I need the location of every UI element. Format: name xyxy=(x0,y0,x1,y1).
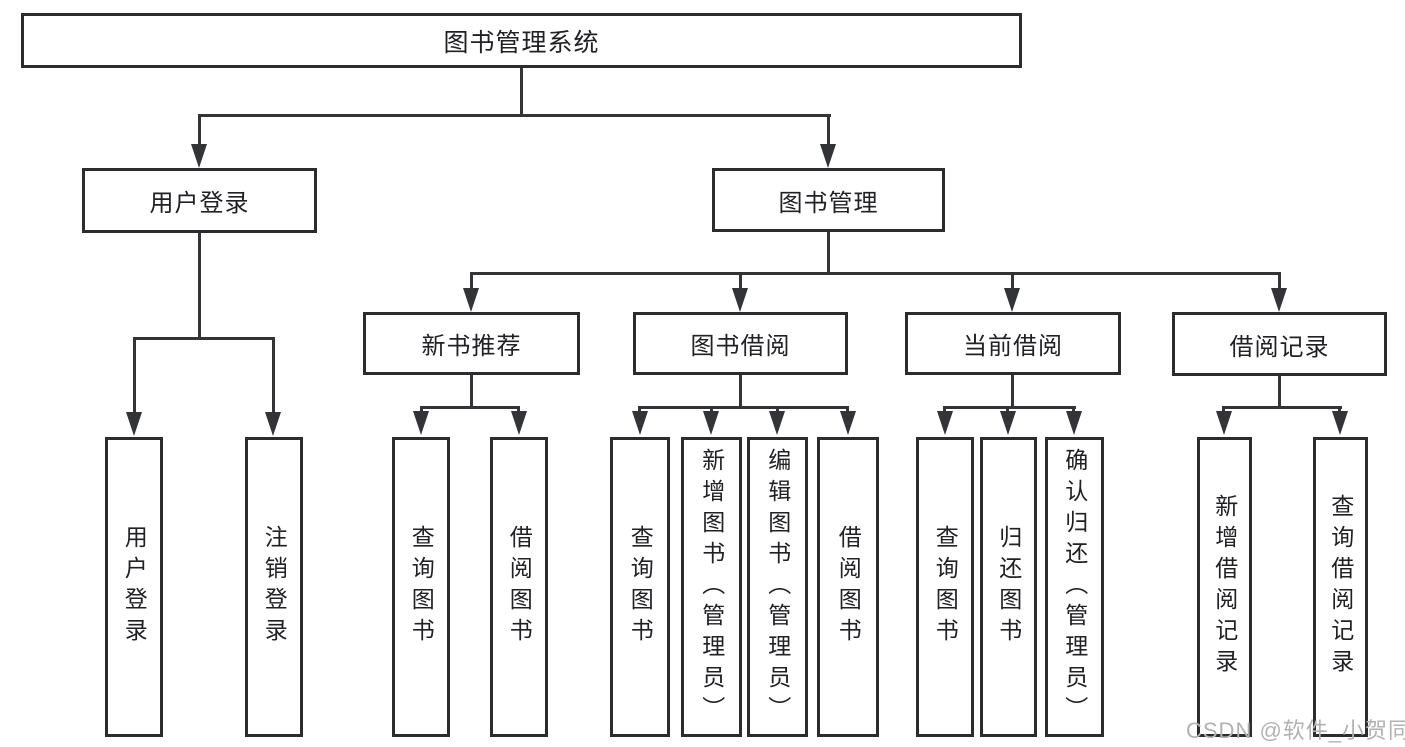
node-label: 注销登录 xyxy=(261,525,288,649)
node-leaf-return-books: 归还图书 xyxy=(980,437,1037,737)
node-label: 借阅图书 xyxy=(506,525,533,649)
connector-line xyxy=(776,406,779,413)
arrow-down-icon xyxy=(1000,411,1016,435)
arrow-down-icon xyxy=(1271,288,1287,312)
arrow-down-icon xyxy=(413,411,429,435)
node-label: 借阅图书 xyxy=(835,525,862,649)
node-leaf-query-books-recommend: 查询图书 xyxy=(392,437,450,737)
arrow-down-icon xyxy=(937,411,953,435)
connector-line xyxy=(1011,272,1014,290)
arrow-down-icon xyxy=(463,288,479,312)
node-user-login: 用户登录 xyxy=(82,168,317,233)
arrow-down-icon xyxy=(126,412,142,436)
arrow-down-icon xyxy=(1066,411,1082,435)
node-leaf-query-books-borrowing: 查询图书 xyxy=(610,437,670,737)
connector-line xyxy=(517,406,520,413)
arrow-down-icon xyxy=(769,411,785,435)
node-book-management: 图书管理 xyxy=(712,168,945,232)
watermark-text: CSDN @软件_小贺同学 xyxy=(1186,718,1405,743)
connector-line xyxy=(198,233,201,337)
connector-line xyxy=(943,406,946,413)
node-label: 用户登录 xyxy=(121,525,148,649)
arrow-down-icon xyxy=(511,411,527,435)
arrow-down-icon xyxy=(191,144,207,168)
connector-line xyxy=(846,406,849,413)
node-leaf-add-borrow-record: 新增借阅记录 xyxy=(1197,437,1252,737)
node-label: 查询图书 xyxy=(627,525,654,649)
node-label: 新增借阅记录 xyxy=(1211,494,1238,680)
connector-line xyxy=(520,68,523,114)
arrow-down-icon xyxy=(265,412,281,436)
node-label: 编辑图书（管理员） xyxy=(764,447,791,727)
node-leaf-user-login: 用户登录 xyxy=(105,437,163,737)
node-current-borrowing: 当前借阅 xyxy=(905,312,1121,375)
arrow-down-icon xyxy=(632,411,648,435)
connector-line xyxy=(198,114,201,144)
connector-line xyxy=(133,337,275,340)
connector-line xyxy=(638,406,641,413)
connector-line xyxy=(1011,375,1014,408)
arrow-down-icon xyxy=(820,144,836,168)
node-book-borrowing: 图书借阅 xyxy=(633,312,848,375)
arrow-down-icon xyxy=(732,288,748,312)
arrow-down-icon xyxy=(1216,411,1232,435)
node-borrowing-records: 借阅记录 xyxy=(1172,312,1387,376)
connector-line xyxy=(420,406,520,409)
node-label: 查询图书 xyxy=(932,525,959,649)
node-label: 查询图书 xyxy=(408,525,435,649)
connector-line xyxy=(1072,406,1075,413)
connector-line xyxy=(1222,406,1225,413)
node-leaf-confirm-return-admin: 确认归还（管理员） xyxy=(1045,437,1104,737)
connector-line xyxy=(133,337,136,413)
connector-line xyxy=(198,114,831,117)
connector-line xyxy=(827,114,830,144)
arrow-down-icon xyxy=(1004,288,1020,312)
node-label: 新增图书（管理员） xyxy=(698,447,725,727)
connector-line xyxy=(1278,376,1281,408)
node-label: 确认归还（管理员） xyxy=(1061,447,1088,727)
node-leaf-query-books-current: 查询图书 xyxy=(916,437,974,737)
node-leaf-add-books-admin: 新增图书（管理员） xyxy=(681,437,742,737)
connector-line xyxy=(739,375,742,408)
arrow-down-icon xyxy=(840,411,856,435)
connector-line xyxy=(1222,406,1342,409)
node-library-management-system: 图书管理系统 xyxy=(21,13,1022,68)
connector-line xyxy=(1338,406,1341,413)
connector-line xyxy=(710,406,713,413)
node-leaf-query-borrow-record: 查询借阅记录 xyxy=(1313,437,1368,737)
connector-line xyxy=(827,232,830,272)
node-leaf-borrow-books-recommend: 借阅图书 xyxy=(490,437,548,737)
connector-line xyxy=(470,375,473,408)
arrow-down-icon xyxy=(703,411,719,435)
connector-line xyxy=(272,337,275,413)
connector-line xyxy=(943,406,1076,409)
connector-line xyxy=(470,272,1281,275)
connector-line xyxy=(420,406,423,413)
connector-line xyxy=(638,406,849,409)
node-new-book-recommendation: 新书推荐 xyxy=(363,312,580,375)
connector-line xyxy=(1006,406,1009,413)
connector-line xyxy=(739,272,742,290)
node-label: 查询借阅记录 xyxy=(1327,494,1354,680)
node-leaf-borrow-books-borrowing: 借阅图书 xyxy=(817,437,879,737)
node-label: 归还图书 xyxy=(995,525,1022,649)
arrow-down-icon xyxy=(1332,411,1348,435)
node-leaf-logout: 注销登录 xyxy=(245,437,303,737)
connector-line xyxy=(470,272,473,290)
connector-line xyxy=(1278,272,1281,290)
node-leaf-edit-books-admin: 编辑图书（管理员） xyxy=(747,437,808,737)
